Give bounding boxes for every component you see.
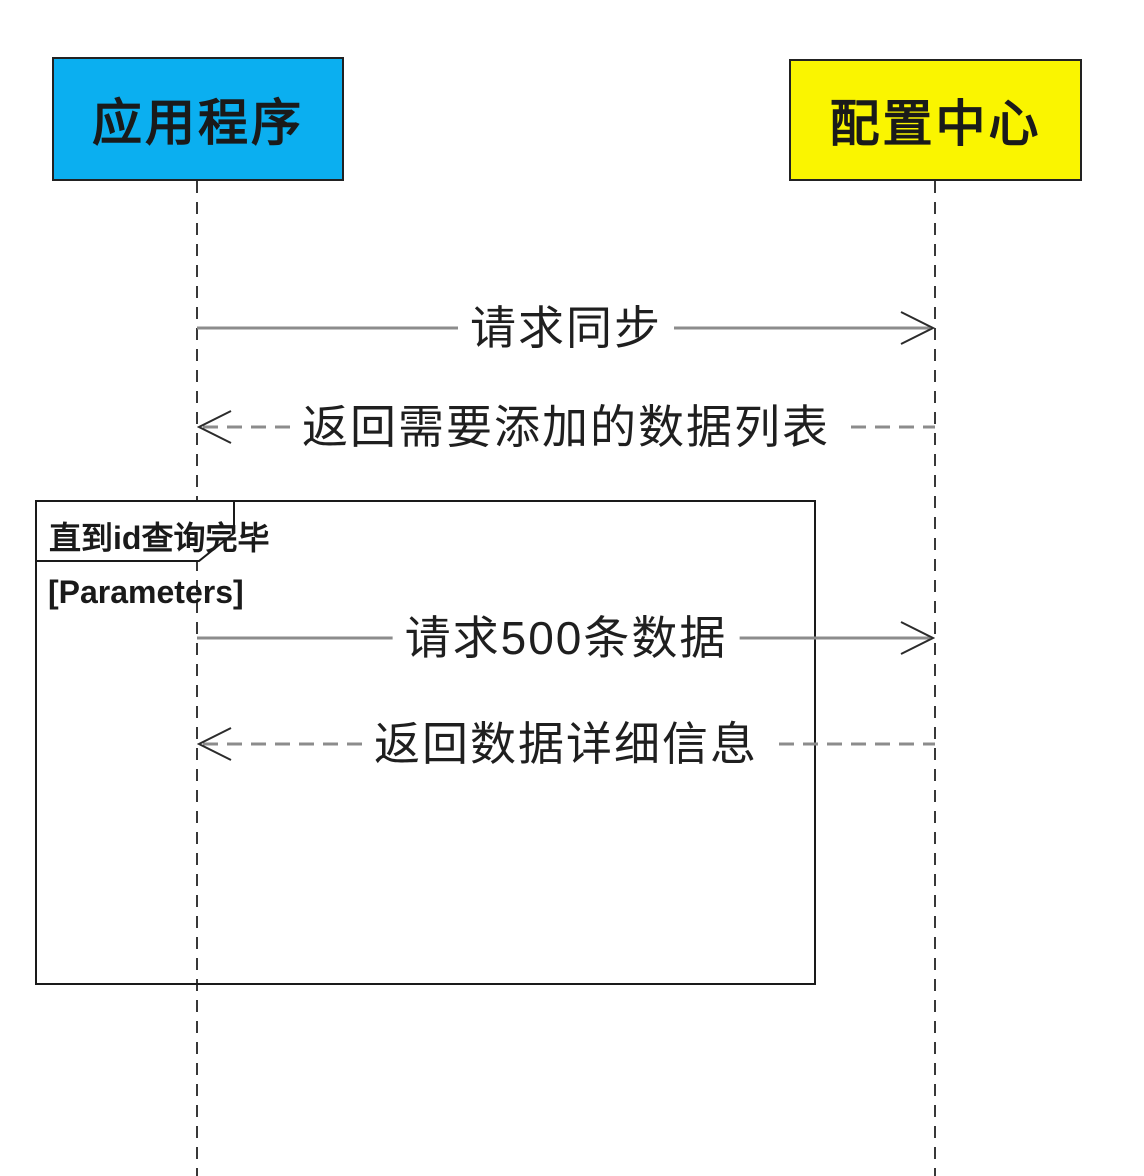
fragment-operator-label: 直到id查询完毕 [49, 520, 270, 556]
message-request-sync: 请求同步 [197, 290, 935, 361]
message-return-add-list: 返回需要添加的数据列表 [197, 389, 935, 460]
actor-label-application: 应用程序 [92, 95, 304, 151]
message-label-return-add-list: 返回需要添加的数据列表 [290, 389, 842, 460]
arrowhead-left-icon [197, 727, 232, 761]
lifeline-application [196, 181, 198, 1176]
arrowhead-left-icon [197, 410, 232, 444]
message-return-data-details: 返回数据详细信息 [197, 706, 935, 777]
message-label-request-500-records: 请求500条数据 [392, 600, 740, 671]
lifeline-config-center [934, 181, 936, 1176]
actor-box-config-center: 配置中心 [789, 59, 1082, 181]
arrowhead-right-icon [900, 621, 935, 655]
fragment-tab-shape [35, 500, 235, 562]
message-request-500-records: 请求500条数据 [197, 600, 935, 671]
fragment-tab-pentagon [35, 500, 235, 562]
actor-box-application: 应用程序 [52, 57, 344, 181]
arrowhead-right-icon [900, 311, 935, 345]
actor-label-config-center: 配置中心 [829, 96, 1042, 152]
fragment-guard-label: [Parameters] [48, 574, 244, 610]
message-label-request-sync: 请求同步 [458, 290, 674, 361]
message-label-return-data-details: 返回数据详细信息 [362, 706, 770, 777]
